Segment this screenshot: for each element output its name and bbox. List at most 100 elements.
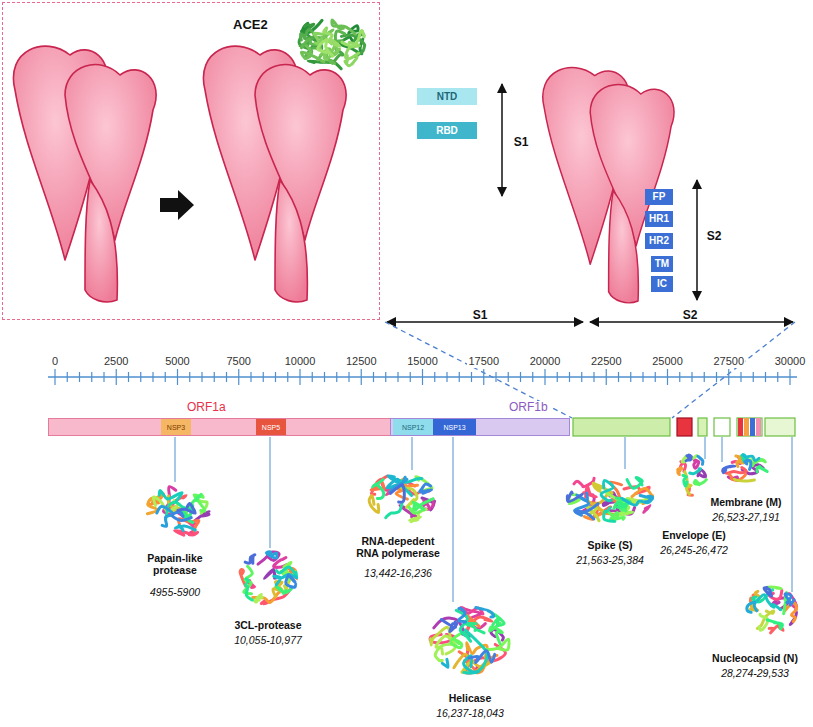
- protein-ribbon: [694, 460, 699, 468]
- binding-panel: ACE2: [2, 2, 380, 320]
- node-heading: ORF1b: [507, 401, 550, 415]
- ruler-tick: [753, 372, 754, 382]
- gene-bar: [750, 418, 755, 436]
- genome-range: 26,245-26,472: [660, 544, 728, 556]
- ruler-tick: [238, 369, 239, 385]
- protein-ribbon: [372, 480, 383, 499]
- protein-illustration: [678, 455, 707, 495]
- ruler-tick: [422, 369, 423, 385]
- axis-tick-label: 30000: [774, 355, 807, 368]
- ruler-tick: [716, 372, 717, 382]
- protein-ribbon: [575, 504, 598, 519]
- node-label: NSP5: [262, 424, 280, 431]
- protein-ribbon: [745, 460, 751, 469]
- domain-box: TM: [651, 256, 673, 272]
- protein-ribbon: [157, 507, 173, 527]
- ruler-tick: [201, 372, 202, 382]
- ruler-tick: [348, 372, 349, 382]
- protein-ribbon: [723, 466, 735, 473]
- ruler-tick: [606, 369, 607, 385]
- ruler-tick: [79, 372, 80, 382]
- axis-tick-label: 20000: [529, 355, 562, 368]
- label-box: 10,055-10,977: [223, 630, 313, 648]
- label-box: Helicase: [425, 688, 515, 706]
- protein-ribbon: [435, 644, 455, 660]
- ruler-tick: [263, 372, 264, 382]
- protein-ribbon: [734, 479, 754, 481]
- ruler-tick: [642, 372, 643, 382]
- segment-label: S2: [707, 230, 722, 244]
- protein-ribbon: [178, 503, 195, 513]
- protein-ribbon: [469, 651, 495, 663]
- gene-bar: [744, 418, 749, 436]
- label-box: Envelope (E): [656, 525, 732, 543]
- axis-tick-label: 0: [51, 355, 59, 368]
- axis-tick-label: 22500: [590, 355, 623, 368]
- ruler-tick: [532, 372, 533, 382]
- label-box: S2: [699, 226, 729, 244]
- protein-illustration: [567, 478, 652, 522]
- gene-bar: [738, 418, 743, 436]
- label-box: 16,237-18,043: [425, 703, 515, 721]
- ruler-tick: [67, 372, 68, 382]
- label-box: 22500: [586, 351, 626, 369]
- label-box: S2: [675, 305, 705, 323]
- protein-name: Membrane (M): [710, 496, 781, 508]
- ruler-tick: [495, 372, 496, 382]
- spike-lobe: [255, 65, 346, 240]
- span-arrow: [696, 180, 698, 300]
- protein-ribbon: [159, 491, 182, 502]
- protein-ribbon: [413, 499, 433, 510]
- ruler-tick: [557, 372, 558, 382]
- node-label: NTD: [437, 92, 458, 102]
- domain-box: FP: [645, 189, 673, 205]
- ruler-tick: [128, 372, 129, 382]
- leader-line: [624, 437, 626, 469]
- ruler-tick: [740, 372, 741, 382]
- orf-bar: ORF1bNSP12NSP13: [390, 418, 570, 436]
- label-box: 2500: [96, 351, 136, 369]
- node-heading: ACE2: [233, 18, 268, 33]
- ruler-tick: [789, 369, 790, 385]
- spike-trimer: [203, 46, 346, 302]
- ruler-tick: [483, 369, 484, 385]
- ruler-tick: [679, 372, 680, 382]
- protein-ribbon: [386, 503, 402, 518]
- genome-range: 13,442-16,236: [364, 567, 432, 579]
- protein-ribbon: [286, 575, 296, 587]
- axis-tick-label: 2500: [103, 355, 129, 368]
- label-box: 13,442-16,236: [352, 563, 444, 581]
- ruler-tick: [214, 372, 215, 382]
- protein-illustration: [723, 455, 767, 481]
- label-box: Papain-like protease: [133, 552, 217, 578]
- protein-ribbon: [644, 505, 651, 512]
- label-box: 0: [35, 351, 75, 369]
- label-box: 27500: [709, 351, 749, 369]
- label-box: 12500: [341, 351, 381, 369]
- ruler-tick: [410, 372, 411, 382]
- protein-ribbon: [678, 467, 682, 474]
- spike-trimer: [13, 46, 156, 302]
- genome-range: 4955-5900: [150, 586, 200, 598]
- protein-illustration: [747, 587, 797, 633]
- axis-tick-label: 7500: [226, 355, 252, 368]
- spike-lobe: [275, 180, 307, 302]
- protein-ribbon: [342, 30, 364, 46]
- segment-label: S1: [514, 136, 529, 150]
- label-box: 15000: [403, 351, 443, 369]
- label-box: RNA-depedent RNA polymerase: [352, 535, 444, 561]
- ruler-tick: [704, 372, 705, 382]
- protein-ribbon: [175, 525, 195, 530]
- ruler-tick: [581, 372, 582, 382]
- node-label: HR2: [649, 236, 669, 246]
- nsp-box: NSP13: [433, 419, 476, 435]
- nsp-box: NSP12: [393, 419, 433, 435]
- ruler-tick: [397, 372, 398, 382]
- label-box: 3CL-protease: [223, 615, 313, 633]
- orf-bar: ORF1aNSP3NSP5: [48, 418, 400, 436]
- protein-ribbon: [767, 620, 782, 629]
- node-label: HR1: [649, 214, 669, 224]
- domain-box: NTD: [417, 88, 477, 105]
- ruler-tick: [459, 372, 460, 382]
